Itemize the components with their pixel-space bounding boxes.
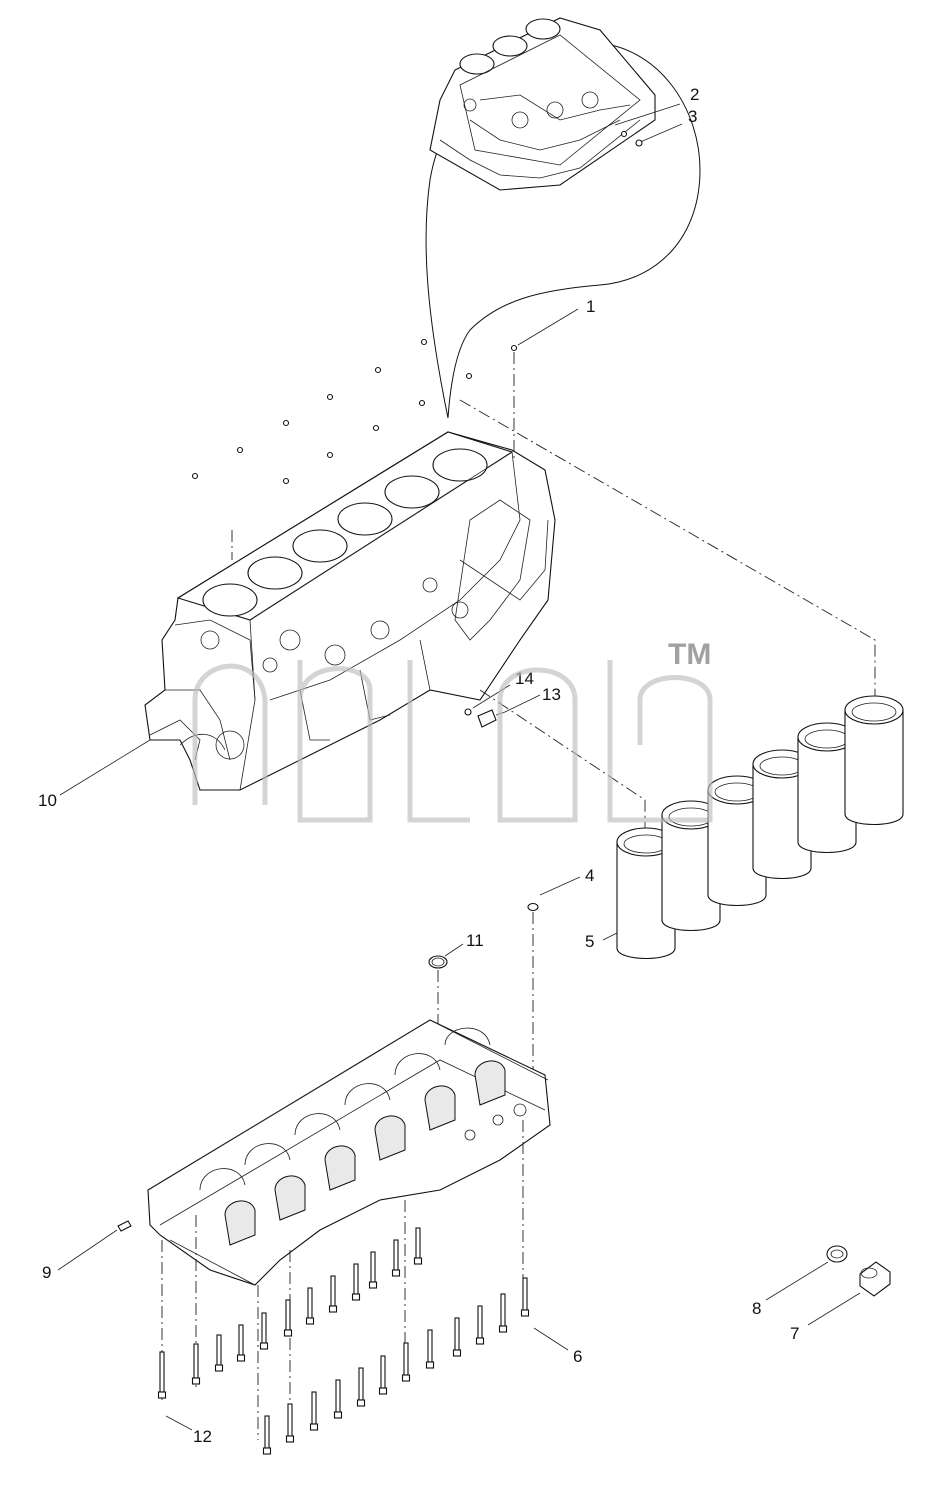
detail-engine-block [429, 17, 656, 191]
callout-12: 12 [193, 1427, 212, 1446]
callout-6: 6 [573, 1347, 582, 1366]
bolt [452, 1317, 462, 1357]
bolt [305, 1287, 315, 1325]
callout-7: 7 [790, 1324, 799, 1343]
callout-9: 9 [42, 1263, 51, 1282]
bolt [378, 1355, 388, 1395]
bolt [498, 1293, 508, 1333]
liner-1 [616, 827, 676, 960]
bolt [328, 1275, 338, 1313]
bolt [262, 1415, 272, 1455]
detail-view-circle [425, 17, 701, 419]
bolt [283, 1299, 293, 1337]
bolt [309, 1391, 319, 1431]
callout-11: 11 [466, 931, 484, 950]
bolt [285, 1403, 295, 1443]
callout-3: 3 [688, 107, 697, 126]
bolt [191, 1343, 201, 1385]
plug-7 [859, 1261, 891, 1297]
cylinder-liners [616, 695, 904, 960]
liner-6 [844, 695, 904, 826]
callout-4: 4 [585, 866, 594, 885]
trademark-mark: TM [668, 638, 711, 671]
head-bolt-dots [191, 338, 518, 485]
watermark-logo: TM [192, 638, 713, 823]
dowel-pin-9 [117, 1220, 132, 1232]
bedplate [147, 1019, 551, 1286]
bolt [333, 1379, 343, 1419]
bolt [368, 1251, 378, 1289]
callout-2: 2 [690, 85, 699, 104]
liner-3 [707, 775, 767, 907]
bolt [157, 1351, 167, 1399]
bolt [475, 1305, 485, 1345]
liner-4 [752, 749, 812, 880]
bolt [351, 1263, 361, 1301]
o-ring-4 [527, 902, 539, 912]
bolt [401, 1342, 411, 1382]
bolt [214, 1334, 224, 1372]
washer-8 [826, 1245, 848, 1263]
callout-13: 13 [542, 685, 561, 704]
callout-1: 1 [586, 297, 595, 316]
bolt [259, 1312, 269, 1350]
main-bearing-bolts [157, 1227, 530, 1455]
bolt [520, 1277, 530, 1317]
callout-8: 8 [752, 1299, 761, 1318]
bolt [236, 1324, 246, 1362]
bolt [356, 1367, 366, 1407]
cylinder-block [144, 431, 556, 791]
callout-10: 10 [38, 791, 57, 810]
bolt [425, 1329, 435, 1369]
bolt [391, 1239, 401, 1277]
callout-5: 5 [585, 932, 594, 951]
liner-5 [797, 722, 857, 854]
bolt [413, 1227, 423, 1265]
callout-labels: 1 2 3 4 5 6 7 8 9 10 11 12 13 14 [38, 85, 799, 1446]
